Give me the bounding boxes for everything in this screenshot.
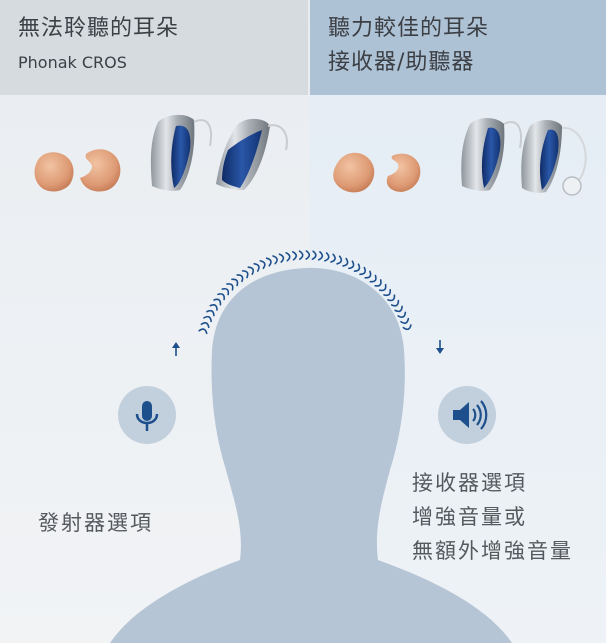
sound-wave-mark: [226, 283, 234, 291]
right-hearing-aids: [461, 118, 587, 196]
speaker-icon: [453, 400, 488, 430]
sound-wave-mark: [402, 324, 412, 331]
receiver-caption-line-1: 接收器選項: [412, 471, 527, 495]
sound-wave-mark: [387, 294, 396, 302]
sound-wave-mark: [383, 288, 392, 297]
receiver-caption-line-2: 增強音量或: [412, 505, 527, 529]
transmitter-caption-line: 發射器選項: [38, 511, 153, 535]
sound-wave-mark: [298, 250, 304, 260]
sound-wave-mark: [342, 257, 349, 267]
receiver-icon-badge: [438, 386, 496, 444]
microphone-icon: [135, 401, 159, 431]
receiver-caption: 接收器選項 增強音量或 無額外增強音量: [412, 466, 573, 568]
sound-wave-mark: [369, 274, 377, 283]
left-ear-molds: [34, 149, 121, 192]
transmitter-icon-badge: [118, 386, 176, 444]
sound-wave-mark: [336, 255, 343, 265]
up-arrow-icon: [172, 342, 180, 356]
head-silhouette: [110, 267, 512, 643]
sound-wave-mark: [394, 305, 403, 313]
transmitter-caption: 發射器選項: [38, 506, 153, 540]
sound-wave-mark: [272, 255, 278, 265]
header-left-title: 無法聆聽的耳朵: [18, 16, 180, 41]
sound-wave-mark: [378, 283, 387, 292]
right-ear-molds: [333, 152, 421, 193]
sound-wave-mark: [247, 266, 255, 275]
sound-wave-mark: [217, 293, 226, 301]
sound-wave-mark: [231, 278, 239, 287]
header-left: 無法聆聽的耳朵 Phonak CROS: [0, 0, 308, 95]
sound-wave-mark: [259, 260, 266, 270]
sound-wave-mark: [200, 321, 210, 329]
sound-wave-mark: [359, 266, 366, 276]
sound-wave-mark: [400, 317, 410, 325]
sound-wave-mark: [353, 263, 361, 273]
sound-wave-mark: [397, 311, 407, 318]
sound-wave-mark: [278, 253, 285, 263]
sound-wave-mark: [305, 250, 311, 260]
sound-wave-mark: [198, 328, 208, 335]
sound-wave-mark: [292, 250, 297, 261]
sound-wave-mark: [285, 251, 291, 262]
header-right-title: 聽力較佳的耳朵: [328, 16, 490, 41]
sound-wave-mark: [317, 251, 324, 261]
header-right: 聽力較佳的耳朵 接收器/助聽器: [310, 0, 606, 95]
left-hearing-aids: [150, 114, 288, 191]
sound-wave-mark: [236, 274, 244, 283]
sound-wave-mark: [221, 287, 230, 296]
down-arrow-icon: [436, 340, 444, 354]
sound-wave-mark: [374, 279, 382, 287]
sound-wave-mark: [390, 299, 400, 307]
receiver-caption-line-3: 無額外增強音量: [412, 539, 573, 563]
sound-wave-mark: [330, 253, 336, 263]
sound-wave-mark: [209, 304, 218, 311]
sound-wave-mark: [364, 270, 372, 279]
header-right-subtitle: 接收器/助聽器: [328, 50, 475, 75]
header-left-subtitle: Phonak CROS: [18, 53, 127, 72]
sound-wave-mark: [203, 315, 212, 323]
sound-wave-mark: [213, 298, 222, 306]
sound-wave-mark: [253, 263, 260, 272]
sound-wave-mark: [348, 260, 355, 270]
sound-wave-mark: [206, 309, 215, 317]
sound-wave-mark: [265, 257, 272, 267]
sound-wave-mark: [241, 270, 249, 279]
sound-wave-mark: [324, 252, 330, 262]
